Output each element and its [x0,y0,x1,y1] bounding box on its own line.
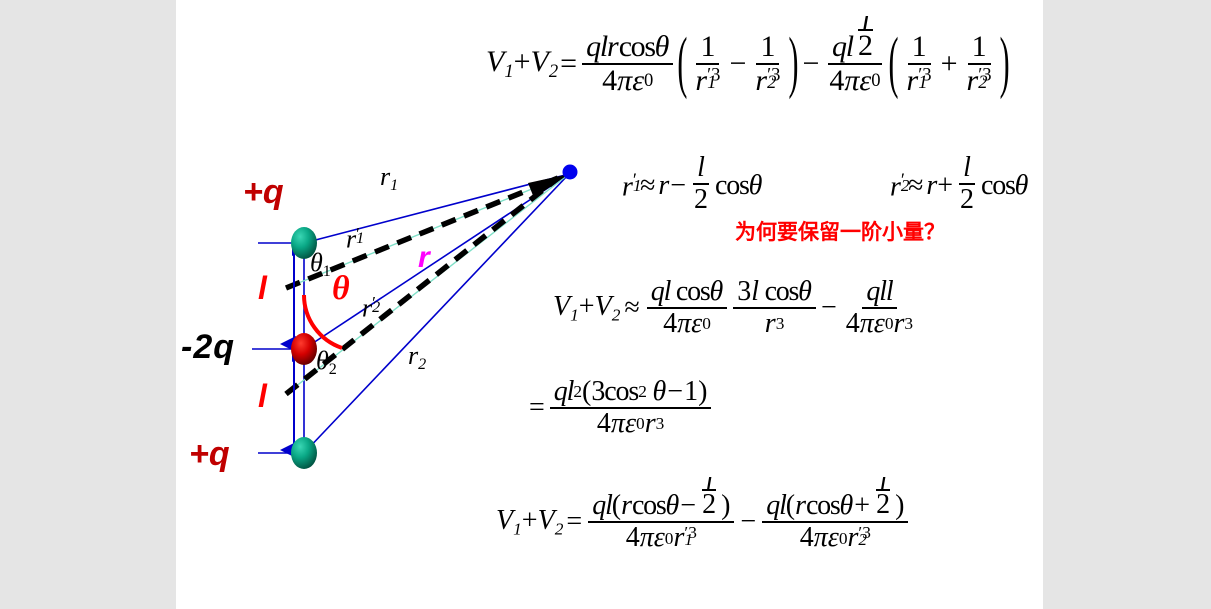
label-separation-l-top: l [258,270,267,306]
eq6-lhs: V1+V2 [496,504,564,539]
eq5-equals: = [529,392,545,423]
label-distance-r2: r2 [408,341,427,374]
eq1-minus-main: − [802,47,820,80]
eq6-minus: − [740,506,757,538]
eq1-paren-open-1: ( [677,24,688,101]
charge-sphere-middle-negative [291,333,317,365]
eq1-paren-open-2: ( [888,24,899,101]
ray-middle-line [303,173,570,350]
eq3-cos: cos [981,170,1016,201]
eq1-plus-inner: + [940,47,958,80]
eq3-half-l: l 2 [959,152,975,215]
eq1-paren-close-2: ) [999,24,1010,101]
eq2-r: r [658,170,670,201]
label-charge-bottom-positive: +q [189,435,230,473]
field-point-dot [562,164,578,180]
label-separation-l-bottom: l [258,378,267,414]
eq3-approx: ≈ [907,170,924,201]
eq3-theta: θ [1014,170,1029,201]
vector-r-arrowhead [528,174,569,198]
label-charge-top-positive: +q [243,173,284,211]
eq1-minus-inner: − [729,47,747,80]
eq1-equals: = [560,47,578,80]
charge-sphere-bottom-positive [291,437,317,469]
eq4-minus: − [820,292,837,323]
ray-r1-line [303,173,570,244]
eq4-lhs: V1+V2 [553,290,621,325]
label-charge-middle-negative: -2q [181,328,235,366]
label-vector-r: r [418,241,430,274]
eq2-half-l: l 2 [693,152,709,215]
label-distance-r1: r1 [380,162,399,195]
label-angle-theta-main: θ [332,270,350,307]
eq2-cos: cos [715,170,750,201]
label-angle-theta2: θ2 [316,346,337,379]
eq2-theta: θ [748,170,763,201]
label-angle-theta1: θ1 [310,248,331,281]
eq2-approx: ≈ [639,170,656,201]
eq6-equals: = [566,506,583,538]
eq3-r: r [926,170,938,201]
eq3-plus: + [937,170,954,201]
note-first-order-question: 为何要保留一阶小量？ [735,220,945,244]
eq2-minus: − [670,170,687,201]
eq1-lhs: V1+V2 [486,44,559,82]
eq4-approx: ≈ [624,292,640,323]
eq1-paren-close-1: ) [788,24,799,101]
